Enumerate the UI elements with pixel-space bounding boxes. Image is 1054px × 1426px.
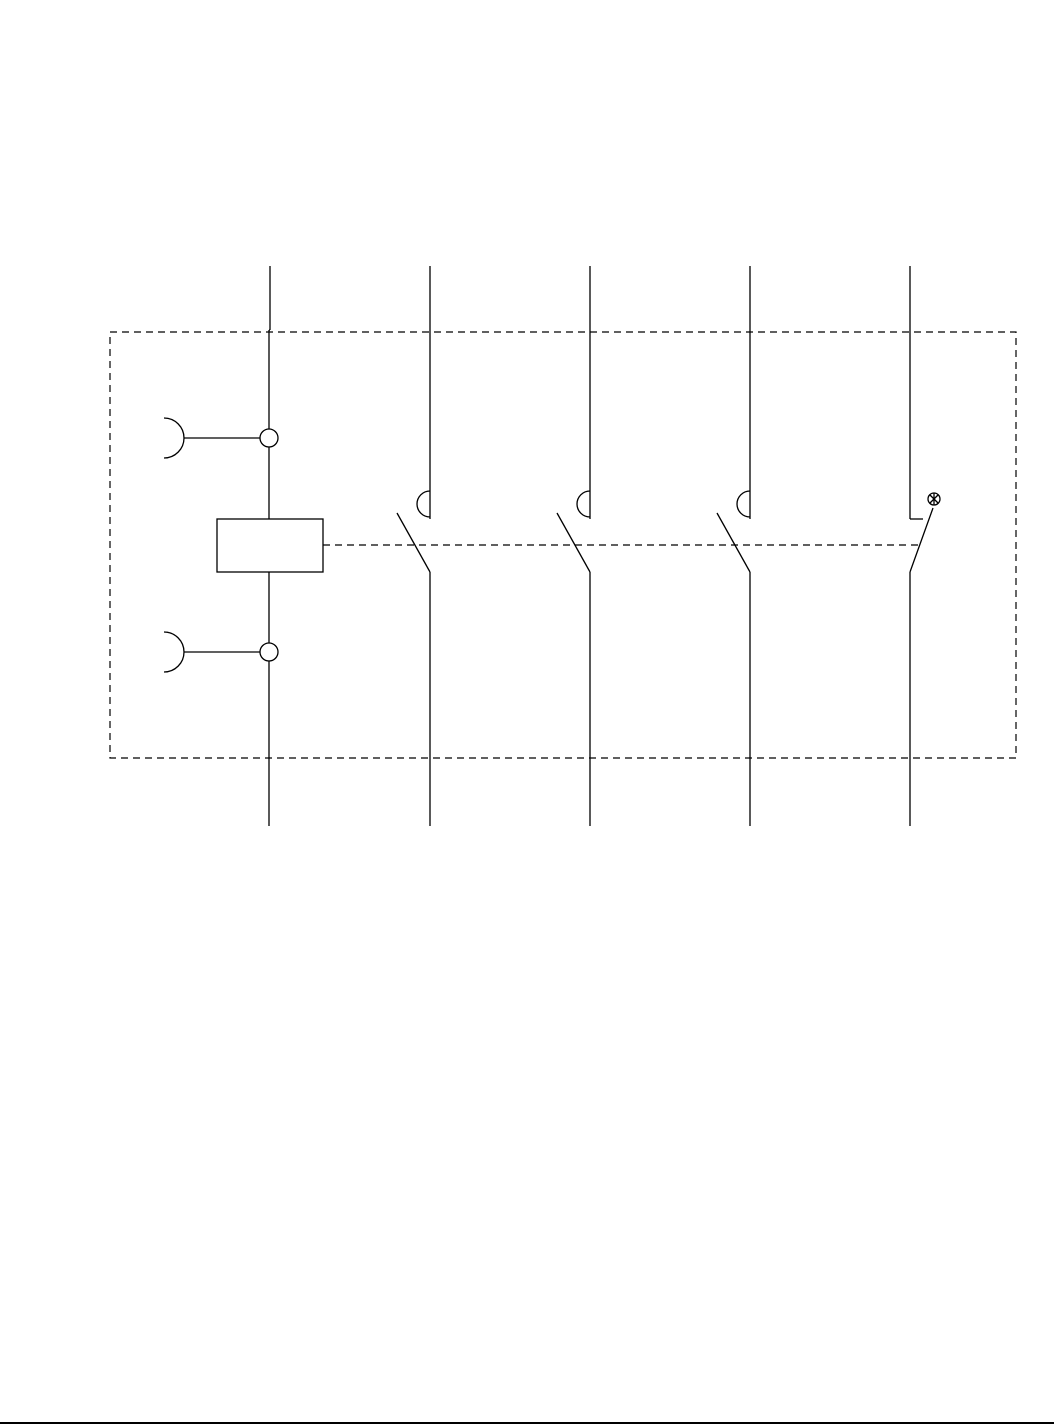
contact-3-blade xyxy=(717,513,750,572)
aux-blade xyxy=(910,508,933,572)
contact-2-blade xyxy=(557,513,590,572)
page-bottom-rule xyxy=(0,1422,1054,1424)
power-contact-3 xyxy=(717,266,750,826)
coil-terminal-upper xyxy=(260,429,278,447)
contact-2-hook xyxy=(577,491,590,517)
power-contact-2 xyxy=(557,266,590,826)
contact-3-hook xyxy=(737,491,750,517)
coil-terminal-lower-socket xyxy=(164,632,184,672)
aux-pivot-icon xyxy=(928,493,940,505)
coil-terminal-lower xyxy=(260,643,278,661)
relay-coil xyxy=(217,519,323,572)
contact-1-hook xyxy=(417,491,430,517)
power-contact-1 xyxy=(397,266,430,826)
auxiliary-contact xyxy=(910,266,940,826)
contact-1-blade xyxy=(397,513,430,572)
coil-terminal-upper-socket xyxy=(164,418,184,458)
coil-branch xyxy=(164,266,323,826)
